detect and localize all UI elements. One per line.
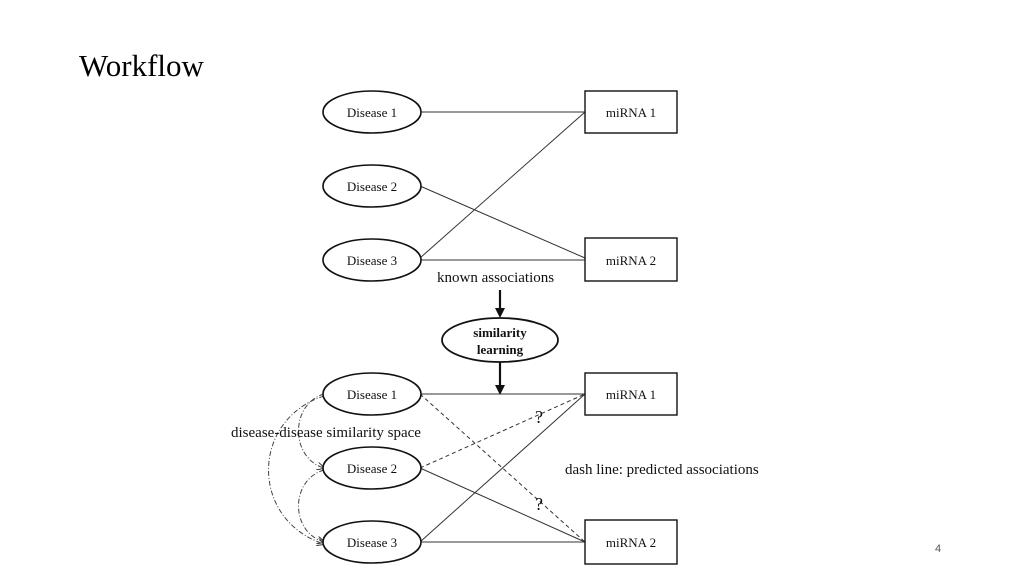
bottom-disease-label-1: Disease 1 — [347, 387, 397, 402]
similarity-arc-1-3 — [268, 396, 325, 544]
top-disease-label-1: Disease 1 — [347, 105, 397, 120]
known-associations-caption: known associations — [437, 270, 554, 286]
similarity-arc-2-3 — [298, 470, 325, 542]
similarity-learning-label-line2: learning — [477, 342, 524, 357]
top-disease-label-2: Disease 2 — [347, 179, 397, 194]
bottom-mirna-label-2: miRNA 2 — [606, 535, 656, 550]
similarity-space-caption: disease-disease similarity space — [231, 425, 421, 441]
edge-disease3-mirna1-known — [419, 111, 586, 259]
bottom-disease-node-2: Disease 2 — [322, 446, 422, 490]
top-disease-node-3: Disease 3 — [322, 238, 422, 282]
bottom-disease-node-1: Disease 1 — [322, 372, 422, 416]
question-mark-upper: ? — [535, 407, 543, 427]
top-disease-node-2: Disease 2 — [322, 164, 422, 208]
similarity-learning-label-line1: similarity — [473, 325, 527, 340]
bottom-mirna-node-1: miRNA 1 — [584, 372, 678, 416]
question-mark-lower: ? — [535, 494, 543, 514]
edge-disease2-mirna2 — [419, 467, 586, 543]
page-number: 4 — [935, 543, 942, 555]
top-mirna-node-1: miRNA 1 — [584, 90, 678, 134]
top-disease-node-1: Disease 1 — [322, 90, 422, 134]
bottom-disease-label-2: Disease 2 — [347, 461, 397, 476]
predicted-edge-disease1-mirna2 — [419, 393, 586, 543]
slide-title: Workflow — [79, 48, 204, 83]
top-mirna-label-1: miRNA 1 — [606, 105, 656, 120]
predicted-associations-legend: dash line: predicted associations — [565, 462, 759, 478]
similarity-arc-1-2 — [298, 394, 325, 468]
bottom-disease-node-3: Disease 3 — [322, 520, 422, 564]
bottom-mirna-label-1: miRNA 1 — [606, 387, 656, 402]
predicted-edge-disease2-mirna1 — [419, 393, 586, 469]
top-disease-label-3: Disease 3 — [347, 253, 397, 268]
edge-disease2-mirna2-known — [419, 185, 586, 259]
top-mirna-node-2: miRNA 2 — [584, 237, 678, 282]
bottom-disease-label-3: Disease 3 — [347, 535, 397, 550]
top-mirna-label-2: miRNA 2 — [606, 253, 656, 268]
edge-disease3-mirna1 — [419, 393, 586, 543]
similarity-learning-node: similarity learning — [441, 317, 559, 363]
bottom-mirna-node-2: miRNA 2 — [584, 519, 678, 565]
